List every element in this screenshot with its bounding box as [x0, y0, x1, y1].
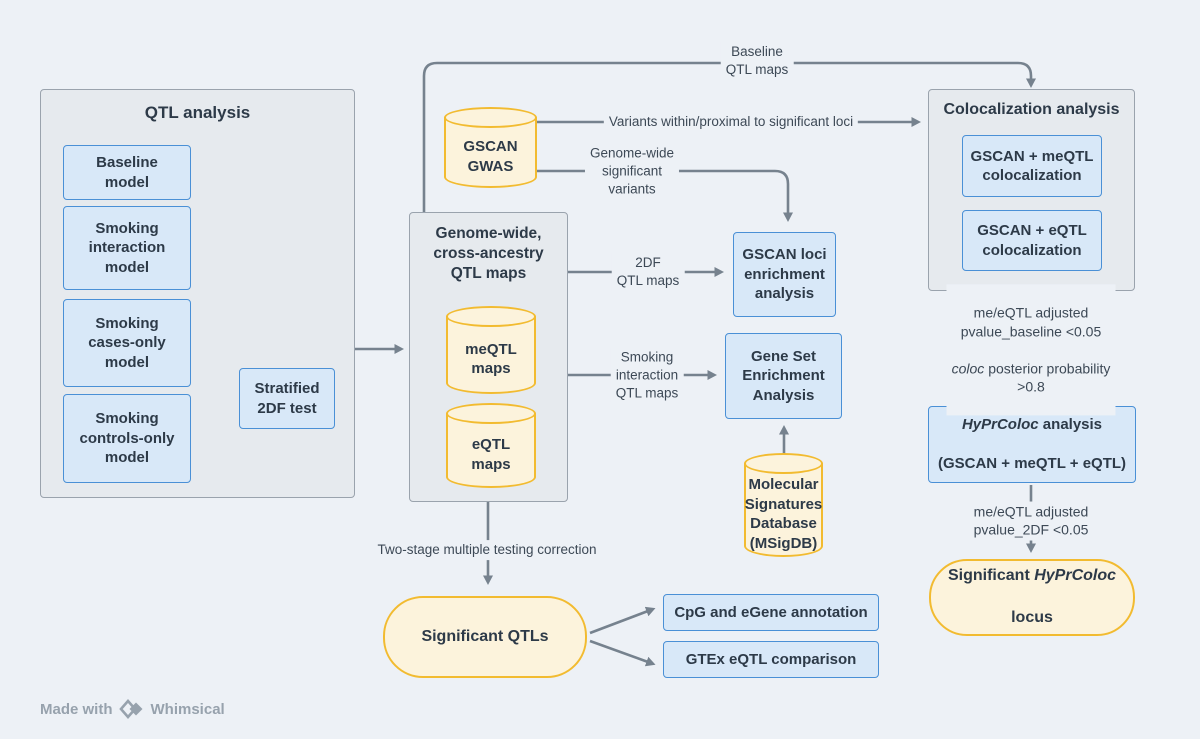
- hyprcoloc-italic: HyPrColoc: [1034, 567, 1117, 585]
- whimsical-logo-icon: [118, 699, 143, 719]
- gscan-meqtl-coloc-label: GSCAN + meQTL colocalization: [970, 147, 1094, 185]
- edge-label-smoking-interaction: Smoking interaction QTL maps: [610, 347, 684, 403]
- significant-qtls-label: Significant QTLs: [421, 627, 549, 645]
- significant-qtls-node: Significant QTLs: [383, 596, 587, 678]
- cylinder-top: [446, 306, 536, 327]
- edge-label-genome-wide-significant: Genome-wide significant variants: [584, 143, 680, 199]
- gscan-loci-enrichment-label: GSCAN loci enrichment analysis: [742, 246, 827, 303]
- smoking-interaction-model-label: Smoking interaction model: [88, 219, 166, 276]
- edge-sigqtls-to-gtex: [589, 639, 656, 667]
- smoking-controls-model-label: Smoking controls-only model: [79, 410, 175, 467]
- hyprcoloc-italic: HyPrColoc: [961, 416, 1039, 434]
- significant-hyprcoloc-locus-node: Significant HyPrColoc locus: [929, 559, 1135, 636]
- edge-label-pvalue-baseline: me/eQTL adjusted pvalue_baseline <0.05 c…: [946, 284, 1116, 416]
- gscan-meqtl-coloc-node: GSCAN + meQTL colocalization: [962, 135, 1102, 197]
- cylinder-body: [446, 413, 536, 488]
- significant-hyprcoloc-locus-label: Significant HyPrColoc locus: [947, 567, 1117, 626]
- cpg-egene-annotation-node: CpG and eGene annotation: [663, 594, 879, 631]
- coloc-italic: coloc: [951, 360, 985, 377]
- cylinder-top: [446, 403, 536, 424]
- eqtl-maps-label: eQTL maps: [471, 436, 511, 473]
- edge-label-two-stage-correction: Two-stage multiple testing correction: [372, 540, 602, 560]
- edge-label-variants: Variants within/proximal to significant …: [603, 112, 859, 132]
- meqtl-maps-cylinder: meQTL maps: [446, 306, 536, 394]
- whimsical-brand-text: Whimsical: [150, 700, 225, 718]
- gscan-loci-enrichment-node: GSCAN loci enrichment analysis: [733, 232, 836, 317]
- gscan-eqtl-coloc-node: GSCAN + eQTL colocalization: [962, 210, 1102, 271]
- baseline-model-node: Baseline model: [63, 145, 191, 200]
- edge-label-pvalue-2df: me/eQTL adjusted pvalue_2DF <0.05: [946, 501, 1116, 541]
- hyprcoloc-analysis-node: HyPrColoc analysis (GSCAN + meQTL + eQTL…: [928, 406, 1136, 483]
- qtl-analysis-title: QTL analysis: [144, 103, 251, 122]
- msigdb-cylinder: Molecular Signatures Database (MSigDB): [744, 453, 823, 557]
- edge-gwsig-to-loci: [537, 169, 793, 222]
- whimsical-attribution[interactable]: Made with Whimsical: [40, 698, 225, 720]
- eqtl-maps-cylinder: eQTL maps: [446, 403, 536, 488]
- meqtl-maps-label: meQTL maps: [465, 340, 517, 378]
- edge-label-baseline-qtl-maps: Baseline QTL maps: [720, 42, 794, 80]
- gsea-label: Gene Set Enrichment Analysis: [742, 347, 825, 404]
- gtex-comparison-label: GTEx eQTL comparison: [685, 650, 857, 668]
- edge-sigqtls-to-cpg: [589, 606, 656, 635]
- gscan-eqtl-coloc-label: GSCAN + eQTL colocalization: [977, 222, 1087, 259]
- gscan-gwas-cylinder: GSCAN GWAS: [444, 107, 537, 188]
- smoking-cases-model-label: Smoking cases-only model: [88, 314, 166, 371]
- baseline-model-label: Baseline model: [96, 154, 158, 191]
- colocalization-group: Colocalization analysis GSCAN + meQTL co…: [928, 89, 1135, 291]
- cylinder-body: [744, 463, 823, 557]
- msigdb-label: Molecular Signatures Database (MSigDB): [744, 476, 823, 552]
- cpg-egene-annotation-label: CpG and eGene annotation: [674, 603, 868, 621]
- cylinder-body: [444, 117, 537, 188]
- gtex-comparison-node: GTEx eQTL comparison: [663, 641, 879, 678]
- cylinder-top: [744, 453, 823, 474]
- smoking-controls-model-node: Smoking controls-only model: [63, 394, 191, 483]
- gscan-gwas-label: GSCAN GWAS: [463, 138, 518, 175]
- gsea-node: Gene Set Enrichment Analysis: [725, 333, 842, 419]
- smoking-interaction-model-node: Smoking interaction model: [63, 206, 191, 290]
- stratified-2df-node: Stratified 2DF test: [239, 368, 335, 429]
- qtl-maps-group: Genome-wide, cross-ancestry QTL maps meQ…: [409, 212, 568, 502]
- stratified-2df-label: Stratified 2DF test: [254, 380, 320, 417]
- made-with-text: Made with: [40, 700, 113, 718]
- qtl-analysis-group: QTL analysis Baseline model Smoking inte…: [40, 89, 355, 498]
- colocalization-title: Colocalization analysis: [943, 101, 1120, 118]
- edge-label-2df-qtl-maps: 2DF QTL maps: [611, 253, 685, 291]
- cylinder-body: [446, 316, 536, 394]
- qtl-maps-title: Genome-wide, cross-ancestry QTL maps: [433, 225, 544, 282]
- smoking-cases-model-node: Smoking cases-only model: [63, 299, 191, 387]
- cylinder-top: [444, 107, 537, 128]
- hyprcoloc-analysis-label: HyPrColoc analysis (GSCAN + meQTL + eQTL…: [937, 416, 1127, 473]
